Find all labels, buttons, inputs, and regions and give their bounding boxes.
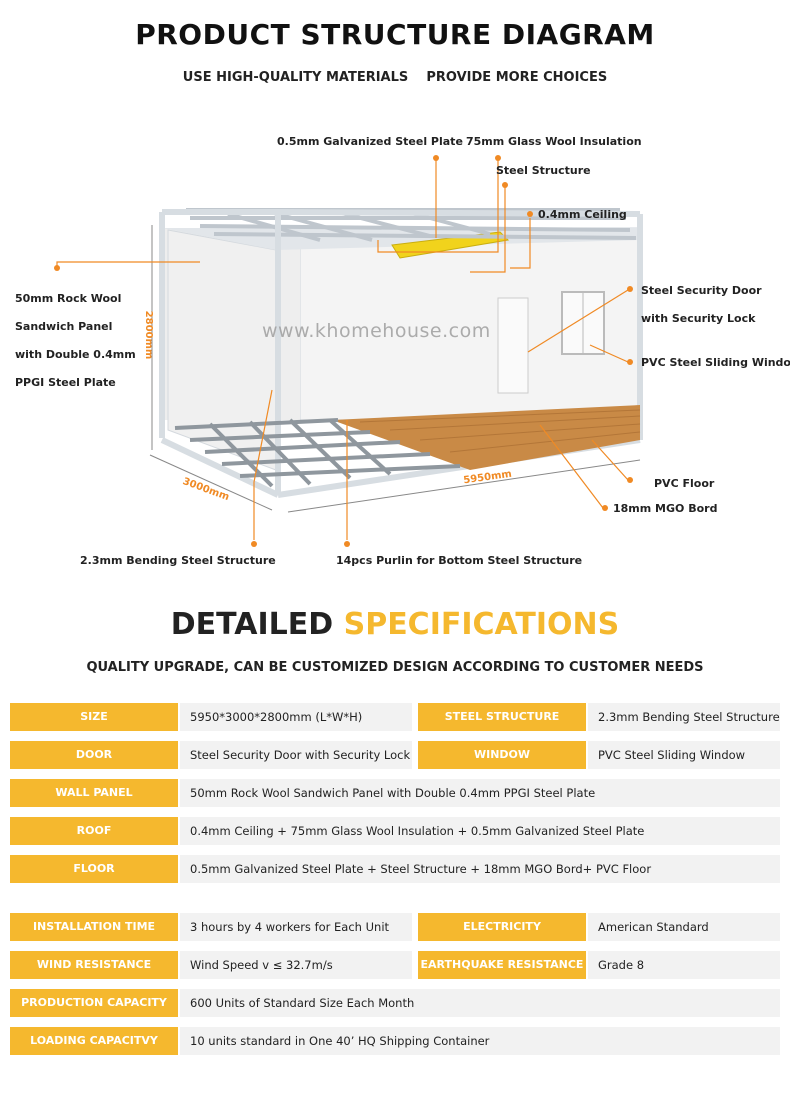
label-purlin: 14pcs Purlin for Bottom Steel Structure [336,554,583,567]
spec-value: 10 units standard in One 40’ HQ Shipping… [180,1027,780,1055]
spec-value: 2.3mm Bending Steel Structure [588,703,780,731]
page-subtitle: USE HIGH-QUALITY MATERIALS PROVIDE MORE … [182,70,608,85]
spec-value: Wind Speed v ≤ 32.7m/s [180,951,412,979]
label-mgo: 18mm MGO Bord [613,502,718,515]
spec-value: PVC Steel Sliding Window [588,741,780,769]
specs-title-accent: SPECIFICATIONS [343,607,620,642]
label-pvc-floor: PVC Floor [654,477,715,490]
label-rockwool: 50mm Rock Wool Sandwich Panel with Doubl… [15,292,136,389]
spec-key: WINDOW [418,741,586,769]
page-title: PRODUCT STRUCTURE DIAGRAM [135,18,655,51]
label-ceiling: 0.4mm Ceiling [538,208,627,221]
spec-key: STEEL STRUCTURE [418,703,586,731]
spec-key: DOOR [10,741,178,769]
label-door: Steel Security Door with Security Lock [641,284,762,325]
spec-key: WIND RESISTANCE [10,951,178,979]
spec-value: American Standard [588,913,780,941]
label-bending: 2.3mm Bending Steel Structure [80,554,276,567]
spec-value: Steel Security Door with Security Lock [180,741,412,769]
spec-key: WALL PANEL [10,779,178,807]
spec-value: 50mm Rock Wool Sandwich Panel with Doubl… [180,779,780,807]
spec-value: 600 Units of Standard Size Each Month [180,989,780,1017]
specs-subtitle: QUALITY UPGRADE, CAN BE CUSTOMIZED DESIG… [86,660,704,675]
spec-key: PRODUCTION CAPACITY [10,989,178,1017]
spec-value: 0.5mm Galvanized Steel Plate + Steel Str… [180,855,780,883]
watermark: www.khomehouse.com [262,320,491,342]
dim-height: 2800mm [143,311,154,360]
label-galvanized: 0.5mm Galvanized Steel Plate [277,135,463,148]
spec-value: Grade 8 [588,951,780,979]
specs-title-main: DETAILED [170,607,334,642]
spec-key: ELECTRICITY [418,913,586,941]
wood-floor [332,405,640,470]
container-house-diagram: 2800mm 3000mm 5950mm [54,155,643,547]
leader-dots [54,155,633,547]
spec-value: 3 hours by 4 workers for Each Unit [180,913,412,941]
spec-key: FLOOR [10,855,178,883]
spec-key: INSTALLATION TIME [10,913,178,941]
spec-key: SIZE [10,703,178,731]
spec-key: LOADING CAPACITVY [10,1027,178,1055]
label-glasswool: 75mm Glass Wool Insulation [466,135,642,148]
specs-title: DETAILED SPECIFICATIONS [0,607,790,642]
dim-length: 5950mm [463,469,513,487]
spec-key: EARTHQUAKE RESISTANCE [418,951,586,979]
floor-grid [174,418,461,488]
label-steel-structure: Steel Structure [496,164,591,177]
door [497,297,529,394]
spec-value: 0.4mm Ceiling + 75mm Glass Wool Insulati… [180,817,780,845]
label-window: PVC Steel Sliding Window [641,356,790,369]
spec-key: ROOF [10,817,178,845]
spec-value: 5950*3000*2800mm (L*W*H) [180,703,412,731]
